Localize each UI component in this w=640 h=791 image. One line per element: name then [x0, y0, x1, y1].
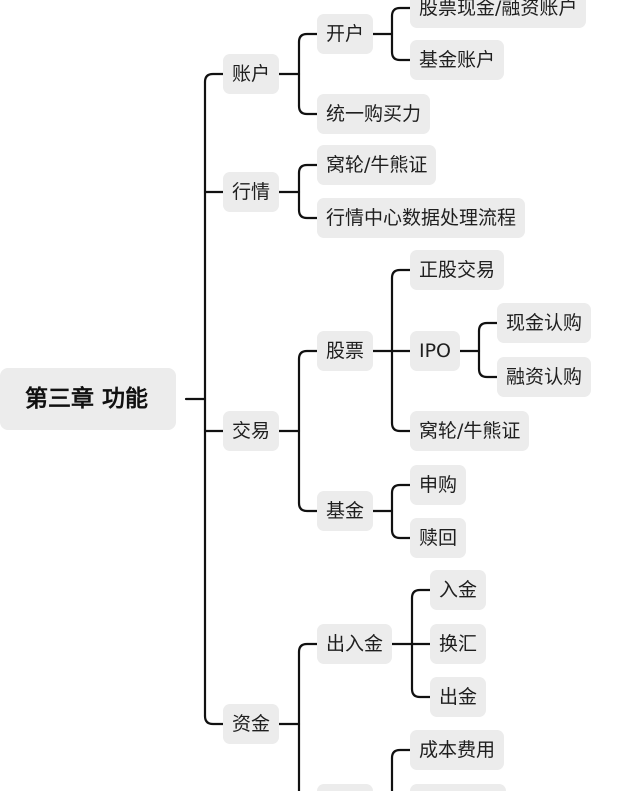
- node-ipo[interactable]: IPO: [410, 331, 461, 371]
- connector-branch: [410, 588, 432, 600]
- node-margin-subscription[interactable]: 融资认购: [497, 357, 592, 397]
- connector-branch: [203, 714, 225, 726]
- connector-branch: [390, 6, 412, 18]
- connector-branch: [297, 642, 319, 654]
- node-market[interactable]: 行情: [223, 172, 280, 212]
- node-withdraw[interactable]: 出金: [430, 677, 487, 717]
- connector-branch: [390, 50, 412, 62]
- connector-branch: [297, 349, 319, 361]
- node-cut-off-item[interactable]: [410, 784, 506, 791]
- node-stocks[interactable]: 股票: [317, 331, 374, 371]
- node-funds[interactable]: 资金: [223, 704, 280, 744]
- connector-branch: [390, 748, 412, 760]
- node-currency-exchange[interactable]: 换汇: [430, 624, 487, 664]
- connector-branch: [390, 268, 412, 280]
- node-root[interactable]: 第三章 功能: [0, 368, 177, 430]
- node-cash-subscription[interactable]: 现金认购: [497, 303, 592, 343]
- node-fund-redeem[interactable]: 赎回: [410, 518, 467, 558]
- node-cost-fees[interactable]: 成本费用: [410, 730, 505, 770]
- connector-branch: [297, 208, 319, 220]
- connector-branch: [477, 321, 499, 333]
- node-funds-cut-off[interactable]: [317, 784, 373, 791]
- node-fund-trade[interactable]: 基金: [317, 491, 374, 531]
- node-equity-trading[interactable]: 正股交易: [410, 250, 505, 290]
- node-account[interactable]: 账户: [223, 54, 280, 94]
- node-warrants-cbbc-trade[interactable]: 窝轮/牛熊证: [410, 411, 530, 451]
- node-market-data-flow[interactable]: 行情中心数据处理流程: [317, 198, 526, 238]
- connector-branch: [297, 104, 319, 116]
- node-stock-cash-margin-account[interactable]: 股票现金/融资账户: [410, 0, 587, 28]
- connector-branch: [297, 32, 319, 44]
- connector-branch: [410, 687, 432, 699]
- node-unified-buying-power[interactable]: 统一购买力: [317, 94, 431, 134]
- node-open-account[interactable]: 开户: [317, 14, 374, 54]
- node-trade[interactable]: 交易: [223, 411, 280, 451]
- connector-branch: [390, 421, 412, 433]
- connector-branch: [390, 528, 412, 540]
- node-fund-subscribe[interactable]: 申购: [410, 465, 467, 505]
- node-deposit[interactable]: 入金: [430, 570, 487, 610]
- node-fund-account[interactable]: 基金账户: [410, 40, 505, 80]
- connector-branch: [390, 483, 412, 495]
- node-deposit-withdraw[interactable]: 出入金: [317, 624, 393, 664]
- connector-branch: [477, 367, 499, 379]
- connector-branch: [297, 501, 319, 513]
- connector-branch: [203, 72, 225, 84]
- connector-branch: [297, 163, 319, 175]
- node-warrants-cbbc-market[interactable]: 窝轮/牛熊证: [317, 145, 437, 185]
